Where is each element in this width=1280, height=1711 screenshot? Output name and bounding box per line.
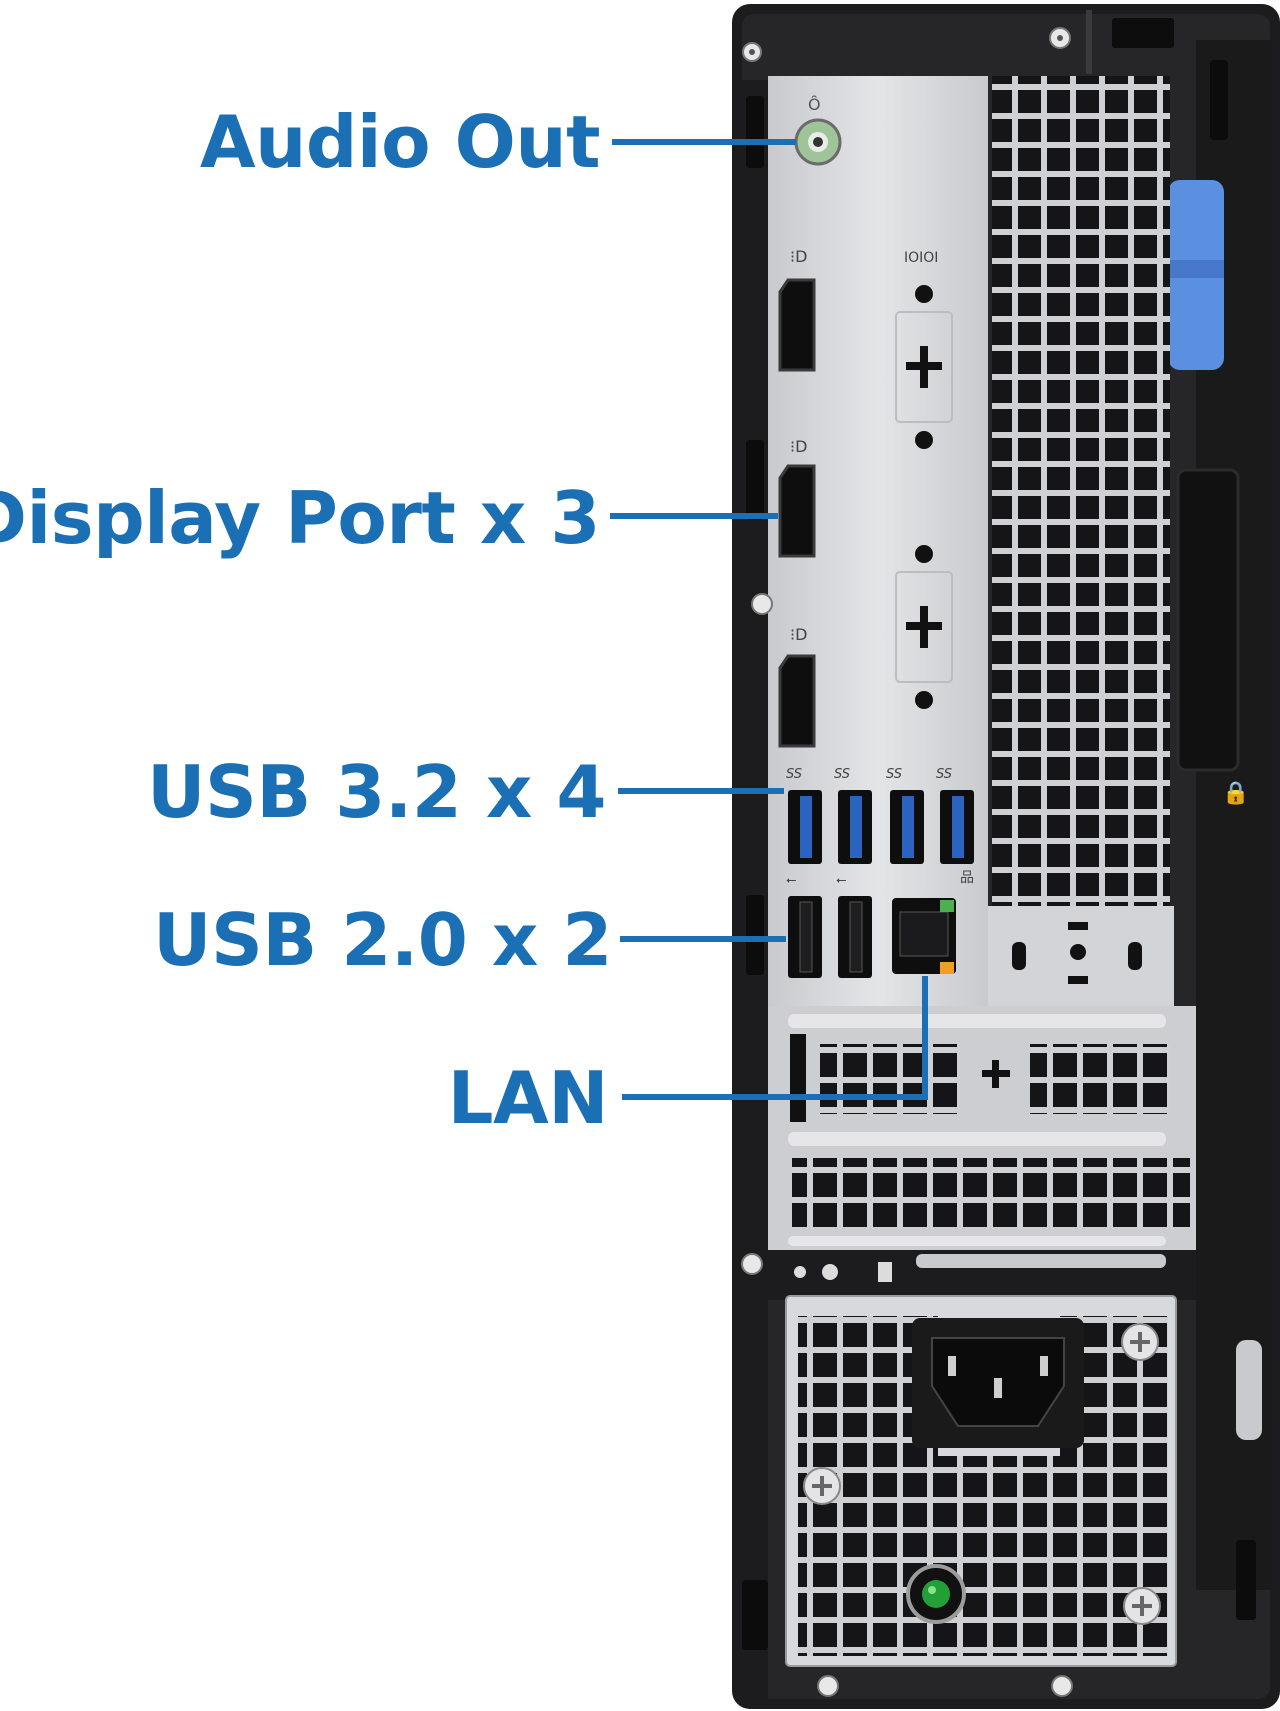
label-audio-out: Audio Out xyxy=(199,100,601,184)
lock-icon: 🔒 xyxy=(1222,781,1249,806)
usb32-ports: SS SS SS SS xyxy=(786,767,974,864)
label-display-port: Display Port x 3 xyxy=(0,476,600,560)
displayport-3: ⁝D xyxy=(778,625,816,748)
usb-icon: SS xyxy=(786,767,802,782)
displayport-icon: ⁝D xyxy=(790,247,807,266)
screw-icon xyxy=(751,593,773,615)
displayport-1: ⁝D xyxy=(778,247,816,372)
usb-icon: SS xyxy=(886,767,902,782)
label-usb32: USB 3.2 x 4 xyxy=(147,750,606,834)
label-usb20: USB 2.0 x 2 xyxy=(153,898,612,982)
leader-display-port xyxy=(610,513,778,519)
label-lan: LAN xyxy=(447,1056,609,1140)
usb-icon: ⭠ xyxy=(836,873,846,888)
serial-marking: IOIOI xyxy=(904,250,938,266)
network-icon: 品 xyxy=(960,870,974,886)
screw-icon xyxy=(741,1253,763,1275)
displayport-2: ⁝D xyxy=(778,437,816,558)
screw-icon xyxy=(817,1675,839,1697)
usb-icon: SS xyxy=(936,767,952,782)
leader-audio-out xyxy=(612,139,796,145)
leader-lan xyxy=(622,1094,928,1100)
leader-usb32 xyxy=(618,788,784,794)
leader-lan-vertical xyxy=(922,976,928,1100)
upper-vent xyxy=(992,76,1170,906)
headphone-icon: Ȏ xyxy=(808,95,821,114)
displayport-icon: ⁝D xyxy=(790,437,807,456)
lan-port: 品 xyxy=(892,870,974,974)
usb20-ports: ⭠ ⭠ xyxy=(786,873,872,978)
displayport-icon: ⁝D xyxy=(790,625,807,644)
leader-usb20 xyxy=(620,936,786,942)
screw-icon xyxy=(1051,1675,1073,1697)
usb-icon: SS xyxy=(834,767,850,782)
usb-icon: ⭠ xyxy=(786,873,796,888)
